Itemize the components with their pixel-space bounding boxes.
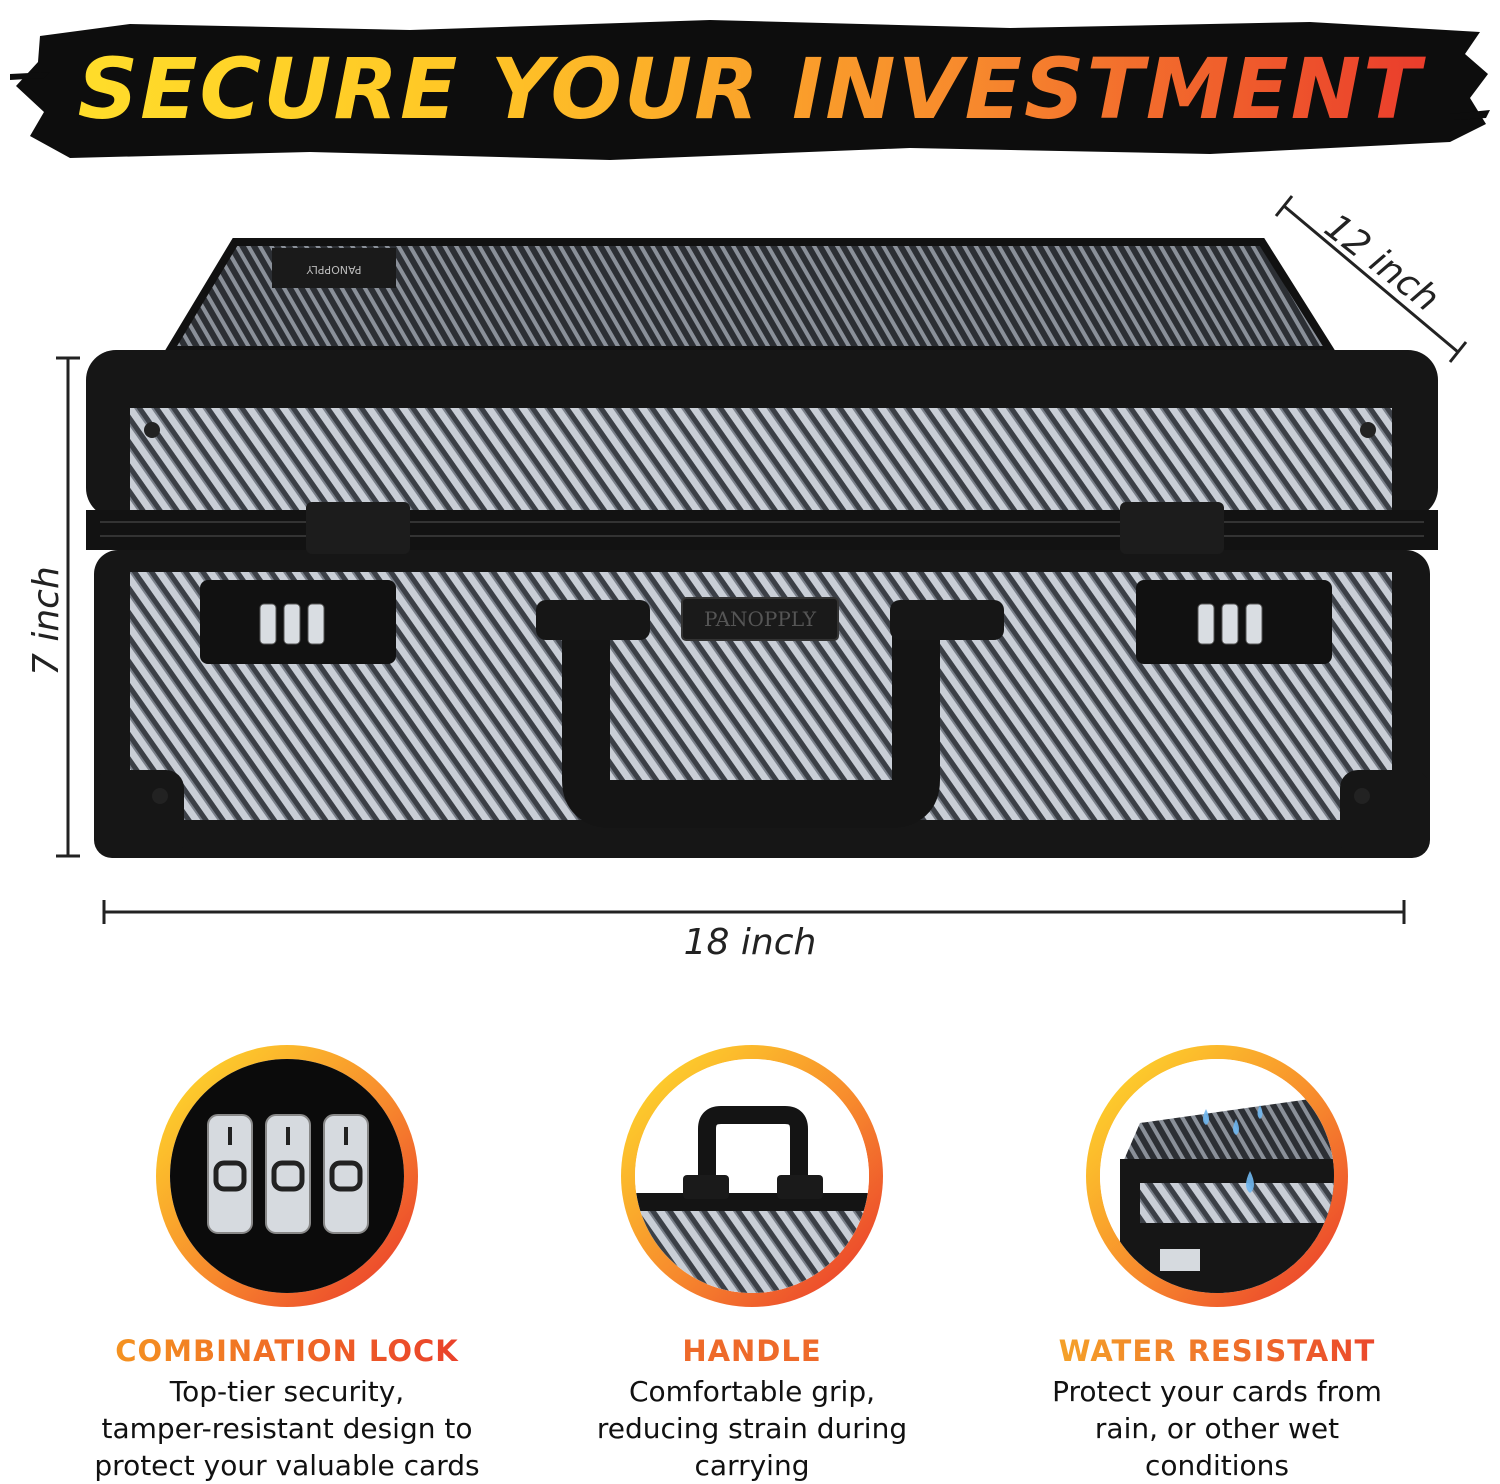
lid-label-text: PANOPPLY — [306, 263, 361, 276]
feature-description: Top-tier security, tamper-resistant desi… — [94, 1375, 480, 1482]
width-dimension-line — [102, 900, 1406, 924]
feature-description: Protect your cards from rain, or other w… — [1052, 1375, 1382, 1482]
feature-title: COMBINATION LOCK — [52, 1333, 522, 1369]
water-resistant-badge — [1086, 1045, 1348, 1307]
water-drop-icon — [1100, 1059, 1334, 1293]
feature-description: Comfortable grip, reducing strain during… — [596, 1375, 908, 1482]
height-dimension-label: 7 inch — [26, 566, 67, 676]
feature-title: WATER RESISTANT — [982, 1333, 1452, 1369]
feature-water-resistant: WATER RESISTANT Protect your cards from … — [982, 1045, 1452, 1484]
feature-list: COMBINATION LOCK Top-tier security, tamp… — [0, 1045, 1500, 1482]
width-dimension-label: 18 inch — [683, 922, 817, 963]
handle-badge — [621, 1045, 883, 1307]
combination-lock-icon — [170, 1059, 404, 1293]
depth-dimension-line — [1274, 195, 1468, 363]
headline-banner: SECURE YOUR INVESTMENT — [10, 14, 1490, 164]
feature-combination-lock: COMBINATION LOCK Top-tier security, tamp… — [52, 1045, 522, 1484]
feature-handle: HANDLE Comfortable grip, reducing strain… — [517, 1045, 987, 1484]
feature-title: HANDLE — [682, 1334, 822, 1368]
headline-text: SECURE YOUR INVESTMENT — [10, 44, 1490, 134]
height-dimension-line — [56, 356, 80, 858]
brand-plate-text: PANOPPLY — [704, 607, 817, 631]
case-illustration: PANOPPLY PANOPPLY 18 inch — [0, 180, 1500, 980]
combination-lock-badge — [156, 1045, 418, 1307]
briefcase-image: PANOPPLY PANOPPLY — [56, 195, 1468, 924]
handle-icon — [635, 1059, 869, 1293]
brush-stroke-background — [10, 20, 1490, 160]
